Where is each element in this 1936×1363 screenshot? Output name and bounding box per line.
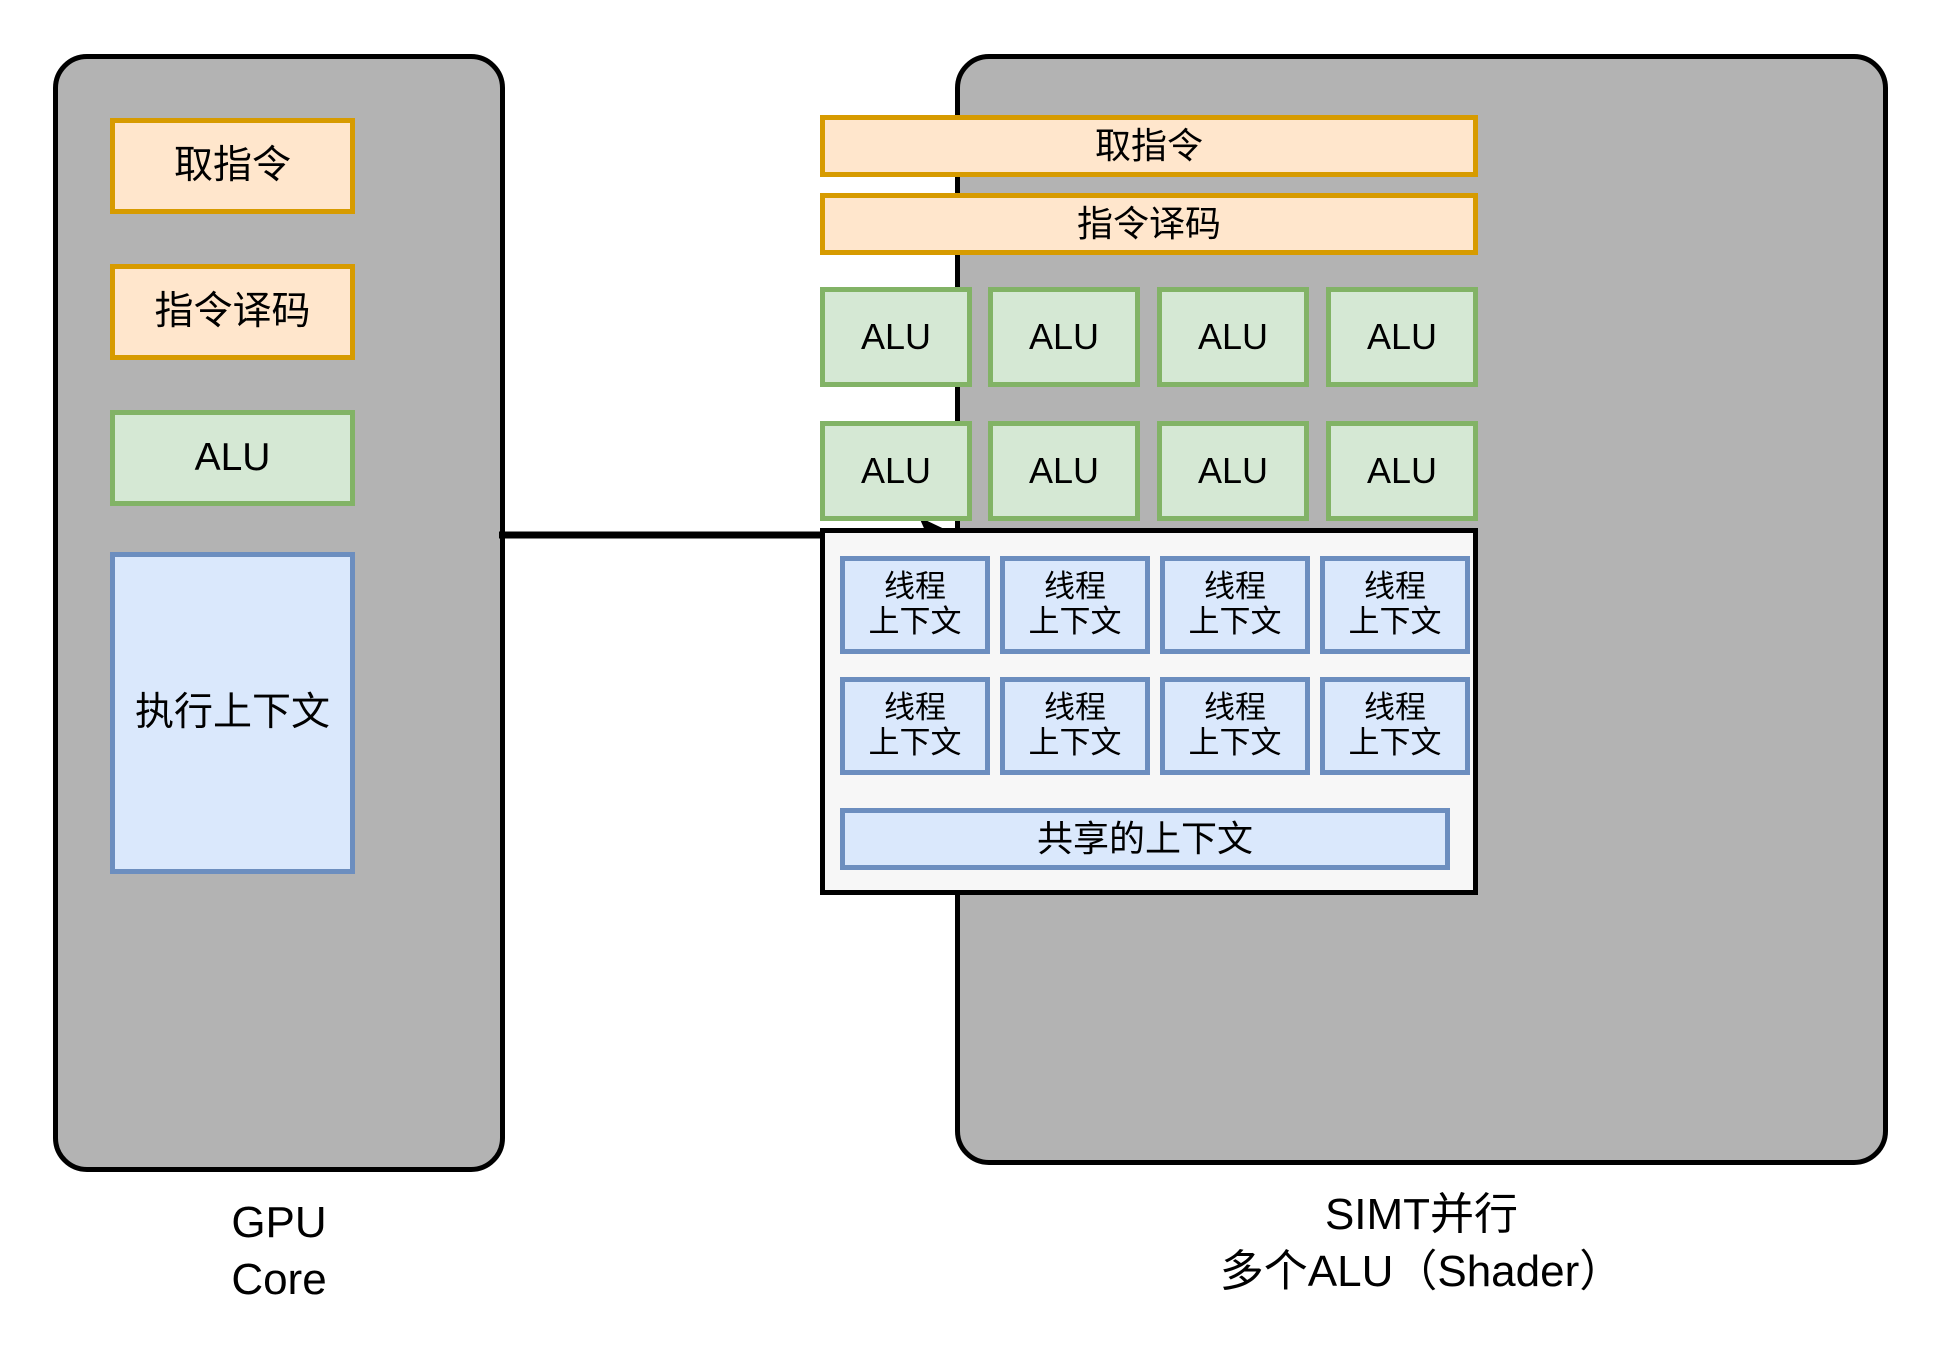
left-execution-context-block: 执行上下文 [110,552,355,874]
left-fetch-instruction-block: 取指令 [110,118,355,214]
left-decode-instruction-block: 指令译码 [110,264,355,360]
right-fetch-instruction-block: 取指令 [820,115,1478,177]
alu-block-r2c2: ALU [988,421,1140,521]
alu-block-r2c1: ALU [820,421,972,521]
alu-block-r1c3: ALU [1157,287,1309,387]
thread-context-r2c2: 线程 上下文 [1000,677,1150,775]
thread-context-r1c2: 线程 上下文 [1000,556,1150,654]
simt-shader-caption: SIMT并行 多个ALU（Shader） [1219,1190,1624,1297]
left-alu-block: ALU [110,410,355,506]
thread-context-r2c4: 线程 上下文 [1320,677,1470,775]
shared-context-block: 共享的上下文 [840,808,1450,870]
alu-block-r2c3: ALU [1157,421,1309,521]
alu-block-r1c2: ALU [988,287,1140,387]
alu-block-r2c4: ALU [1326,421,1478,521]
thread-context-r1c1: 线程 上下文 [840,556,990,654]
thread-context-r2c1: 线程 上下文 [840,677,990,775]
gpu-core-caption: GPU Core [231,1198,327,1305]
thread-context-r2c3: 线程 上下文 [1160,677,1310,775]
alu-block-r1c4: ALU [1326,287,1478,387]
thread-context-r1c4: 线程 上下文 [1320,556,1470,654]
thread-context-r1c3: 线程 上下文 [1160,556,1310,654]
alu-block-r1c1: ALU [820,287,972,387]
right-decode-instruction-block: 指令译码 [820,193,1478,255]
